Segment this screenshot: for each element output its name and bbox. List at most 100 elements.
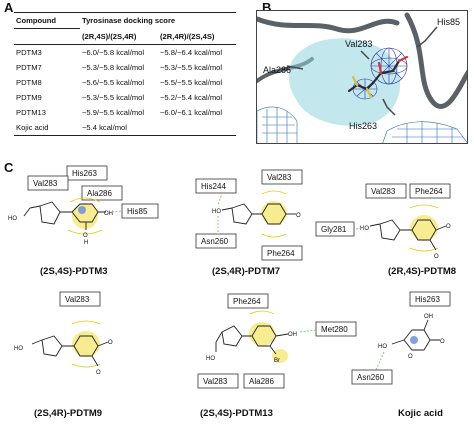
residue-box: Asn260 bbox=[195, 233, 237, 249]
atom-label: O bbox=[296, 213, 301, 219]
subheader-col2: (2R,4R)/(2S,4S) bbox=[158, 28, 236, 45]
residue-phe264: Phe264 bbox=[233, 297, 261, 306]
residue-box: His85 bbox=[121, 203, 159, 219]
residue-box: Met280 bbox=[315, 321, 357, 337]
residue-box: Phe264 bbox=[261, 245, 303, 261]
compound-label-kojic-acid: Kojic acid bbox=[398, 408, 443, 419]
compound-label-pdtm3: (2S,4S)-PDTM3 bbox=[40, 266, 108, 277]
residue-box: Asn260 bbox=[351, 369, 393, 385]
residue-box: Val283 bbox=[59, 291, 101, 307]
residue-val283: Val283 bbox=[65, 295, 90, 304]
residue-box: Ala286 bbox=[81, 185, 123, 201]
residue-box: His263 bbox=[409, 291, 451, 307]
header-empty bbox=[14, 28, 80, 45]
residue-box: Phe264 bbox=[227, 293, 269, 309]
compound-pdtm8: Val283 Phe264 Gly281 HO O O (2R,4S)-PDTM… bbox=[315, 183, 456, 277]
compound-pdtm13: Phe264 Met280 Val283 Ala286 HO OH Br (2S… bbox=[197, 293, 357, 419]
atom-label: OH bbox=[104, 211, 113, 217]
header-compound: Compound bbox=[14, 12, 80, 29]
atom-label: HO bbox=[212, 209, 221, 215]
table-row: PDTM8 −5.6/−5.5 kcal/mol −5.5/−5.5 kcal/… bbox=[14, 75, 236, 90]
residue-box: His244 bbox=[195, 178, 237, 194]
docking-score-table: Compound Tyrosinase docking score (2R,4S… bbox=[14, 12, 236, 136]
cell-score-1: −5.3/−5.5 kcal/mol bbox=[82, 93, 145, 102]
subheader-col1: (2R,4S)/(2S,4R) bbox=[80, 28, 158, 45]
cell-score-2: −5.2/−5.4 kcal/mol bbox=[160, 93, 223, 102]
compound-pdtm9: Val283 HO O O (2S,4R)-PDTM9 bbox=[14, 291, 113, 419]
atom-label: H bbox=[84, 240, 88, 246]
cell-compound: PDTM3 bbox=[16, 48, 42, 57]
panel-letter-a: A bbox=[4, 0, 14, 15]
cell-score-2: −5.3/−5.5 kcal/mol bbox=[160, 63, 223, 72]
atom-label: O bbox=[434, 254, 439, 260]
atom-label: HO bbox=[14, 346, 23, 352]
atom-label: O bbox=[96, 370, 101, 376]
table-row: PDTM3 −6.0/−5.8 kcal/mol −5.8/−6.4 kcal/… bbox=[14, 45, 236, 61]
table-row: PDTM7 −5.3/−5.8 kcal/mol −5.3/−5.5 kcal/… bbox=[14, 60, 236, 75]
atom-label: O bbox=[440, 339, 445, 345]
atom-label: HO bbox=[8, 216, 17, 222]
atom-label: HO bbox=[360, 226, 369, 232]
residue-his263: His263 bbox=[72, 169, 97, 178]
cell-score-2: −5.5/−5.5 kcal/mol bbox=[160, 78, 223, 87]
panel-letter-c: C bbox=[4, 160, 14, 175]
residue-box: Val283 bbox=[27, 175, 69, 191]
header-docking-score: Tyrosinase docking score bbox=[80, 12, 236, 29]
residue-gly281: Gly281 bbox=[321, 225, 347, 234]
compound-label-pdtm13: (2S,4S)-PDTM13 bbox=[200, 408, 273, 419]
residue-his263: His263 bbox=[415, 295, 440, 304]
residue-label-ala286: Ala286 bbox=[263, 65, 291, 75]
residue-box: Val283 bbox=[261, 169, 303, 185]
residue-label-his263: His263 bbox=[349, 121, 377, 131]
residue-asn260: Asn260 bbox=[357, 373, 385, 382]
atom-label: O bbox=[408, 354, 413, 360]
residue-box: Val283 bbox=[197, 373, 239, 389]
cell-score-1: −5.3/−5.8 kcal/mol bbox=[82, 63, 145, 72]
residue-asn260: Asn260 bbox=[201, 237, 229, 246]
cell-compound: PDTM9 bbox=[16, 93, 42, 102]
atom-label: OH bbox=[288, 332, 297, 338]
compound-label-pdtm7: (2S,4R)-PDTM7 bbox=[212, 266, 280, 277]
residue-his85: His85 bbox=[127, 207, 148, 216]
cell-score-2: −6.0/−6.1 kcal/mol bbox=[160, 108, 223, 117]
cell-score-1: −5.6/−5.5 kcal/mol bbox=[82, 78, 145, 87]
panel-letter-b: B bbox=[262, 0, 272, 15]
atom-label: Br bbox=[274, 358, 280, 364]
atom-label: HO bbox=[378, 344, 387, 350]
residue-box: Gly281 bbox=[315, 221, 355, 237]
residue-phe264: Phe264 bbox=[267, 249, 295, 258]
atom-label: OH bbox=[424, 314, 433, 320]
cell-score-1: −5.4 kcal/mol bbox=[80, 120, 158, 136]
cell-score-1: −5.9/−5.5 kcal/mol bbox=[82, 108, 145, 117]
cell-compound: Kojic acid bbox=[14, 120, 80, 136]
cell-compound: PDTM7 bbox=[16, 63, 42, 72]
cell-compound: PDTM13 bbox=[16, 108, 46, 117]
residue-ala286: Ala286 bbox=[249, 377, 274, 386]
residue-box: His263 bbox=[66, 165, 108, 181]
cell-score-2 bbox=[158, 120, 236, 136]
atom-label: O bbox=[83, 233, 88, 239]
compound-pdtm7: His244 Val283 Asn260 Phe264 HO O (2S,4R)… bbox=[195, 169, 303, 277]
residue-val283: Val283 bbox=[33, 179, 58, 188]
compound-kojic-acid: His263 Asn260 HO O O OH Kojic acid bbox=[351, 291, 451, 419]
residue-label-val283: Val283 bbox=[345, 39, 372, 49]
residue-box: Ala286 bbox=[243, 373, 285, 389]
compound-label-pdtm8: (2R,4S)-PDTM8 bbox=[388, 266, 456, 277]
residue-phe264: Phe264 bbox=[415, 187, 443, 196]
residue-box: Val283 bbox=[365, 183, 407, 199]
atom-label: O bbox=[446, 224, 451, 230]
compound-pdtm3: His263 Val283 Ala286 His85 HO OH O H (2S… bbox=[8, 165, 159, 277]
table-row: Kojic acid −5.4 kcal/mol bbox=[14, 120, 236, 136]
residue-val283: Val283 bbox=[203, 377, 228, 386]
residue-label-his85: His85 bbox=[437, 17, 460, 27]
table-row: PDTM9 −5.3/−5.5 kcal/mol −5.2/−5.4 kcal/… bbox=[14, 90, 236, 105]
docking-pose-svg: His85 Val283 Ala286 His263 bbox=[257, 11, 467, 143]
cell-compound: PDTM8 bbox=[16, 78, 42, 87]
docking-pose-image: His85 Val283 Ala286 His263 bbox=[256, 10, 468, 144]
residue-met280: Met280 bbox=[321, 325, 348, 334]
residue-his244: His244 bbox=[201, 182, 226, 191]
compound-label-pdtm9: (2S,4R)-PDTM9 bbox=[34, 408, 102, 419]
atom-label: O bbox=[108, 340, 113, 346]
table-row: PDTM13 −5.9/−5.5 kcal/mol −6.0/−6.1 kcal… bbox=[14, 105, 236, 120]
residue-box: Phe264 bbox=[409, 183, 451, 199]
